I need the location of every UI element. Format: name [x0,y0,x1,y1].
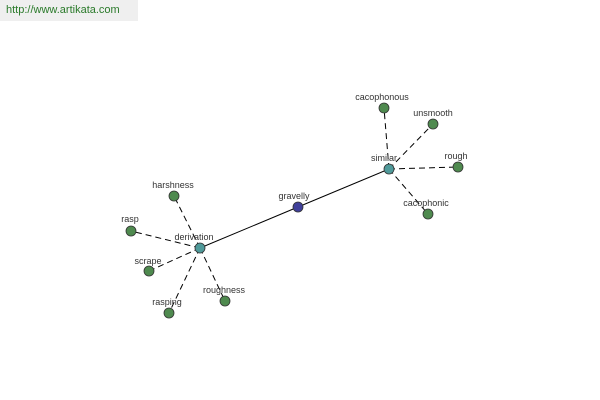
node-roughness[interactable] [219,295,231,307]
node-label-harshness[interactable]: harshness [152,180,194,190]
url-banner: http://www.artikata.com [0,0,138,21]
edge-similar-rough [388,166,459,170]
edge-similar-cacophonous [383,107,390,170]
node-label-cacophonous[interactable]: cacophonous [355,92,409,102]
node-label-rasp[interactable]: rasp [121,214,139,224]
edge-gravelly-similar [297,168,390,208]
node-label-rough[interactable]: rough [444,151,467,161]
site-url-link[interactable]: http://www.artikata.com [6,4,120,16]
node-rasp[interactable] [125,225,137,237]
node-derivation[interactable] [194,242,206,254]
node-rough[interactable] [452,161,464,173]
node-unsmooth[interactable] [427,118,439,130]
node-cacophonous[interactable] [378,102,390,114]
node-label-derivation[interactable]: derivation [174,232,213,242]
node-harshness[interactable] [168,190,180,202]
node-scrape[interactable] [143,265,155,277]
nodes-layer [125,102,464,319]
node-label-scrape[interactable]: scrape [134,256,161,266]
node-cacophonic[interactable] [422,208,434,220]
node-label-unsmooth[interactable]: unsmooth [413,108,453,118]
node-rasping[interactable] [163,307,175,319]
edge-derivation-rasping [168,247,201,314]
node-label-rasping[interactable]: rasping [152,297,182,307]
node-label-gravelly[interactable]: gravelly [278,191,310,201]
edge-similar-unsmooth [388,123,434,170]
node-label-cacophonic[interactable]: cacophonic [403,198,449,208]
node-similar[interactable] [383,163,395,175]
node-label-similar[interactable]: similar [371,153,397,163]
edge-derivation-rasp [130,230,201,249]
node-gravelly[interactable] [292,201,304,213]
edge-gravelly-derivation [199,206,299,249]
labels-layer: gravelly derivation similar harshness rasp sc… [121,92,467,307]
edges-layer [130,107,459,314]
node-label-roughness[interactable]: roughness [203,285,246,295]
